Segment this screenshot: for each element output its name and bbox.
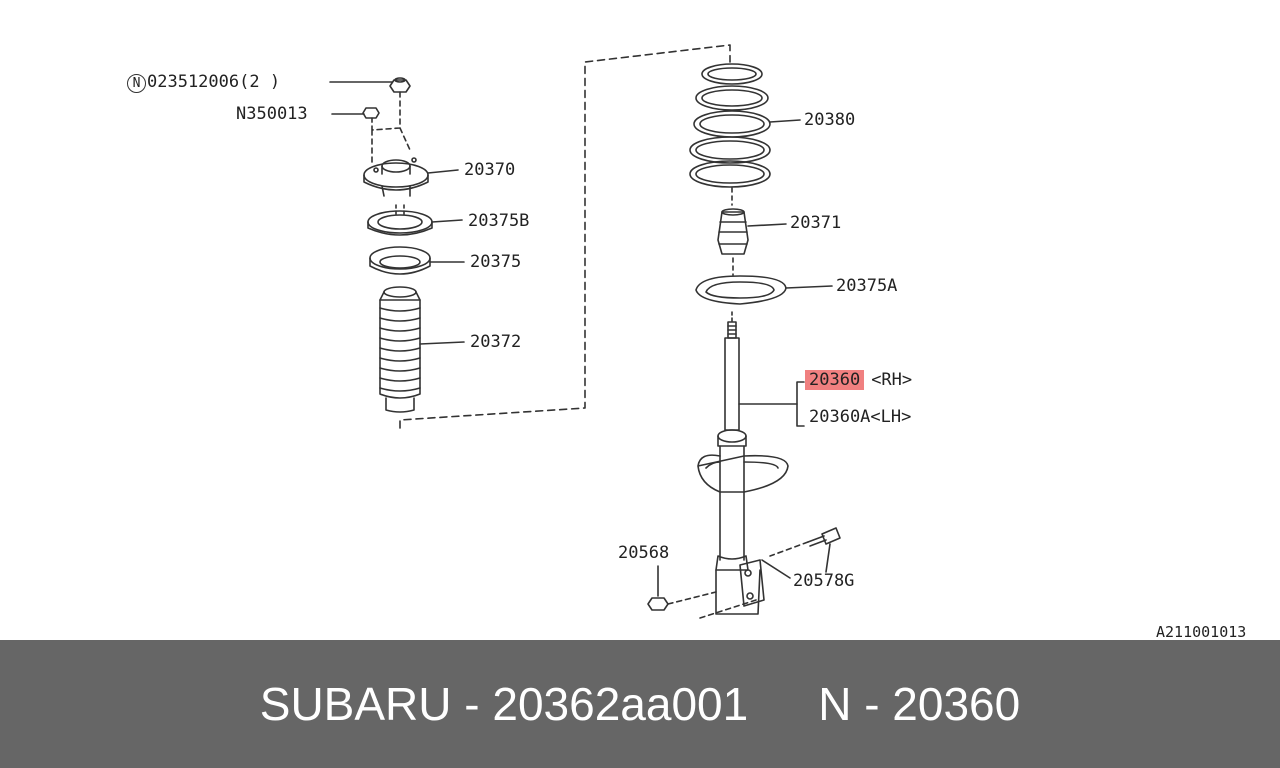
top-nut-part <box>329 77 411 93</box>
label-strut-lh: 20360A<LH> <box>809 407 912 427</box>
bottom-nut-part <box>647 565 757 619</box>
label-bottom-nut: 20568 <box>618 543 670 563</box>
seat-b-part <box>367 204 463 236</box>
diagram-position-ref: N - 20360 <box>818 678 1021 730</box>
bump-stop-part <box>717 208 787 276</box>
label-mount: 20370 <box>464 160 516 180</box>
footer-bar: SUBARU - 20362aa001 N - 20360 <box>0 640 1280 768</box>
circled-n-marker: N <box>127 74 146 93</box>
assembly-connector-line <box>399 44 731 429</box>
label-seat-b: 20375B <box>468 211 530 231</box>
label-bump-stop: 20371 <box>790 213 842 233</box>
strut-part <box>697 311 805 615</box>
seat-a-part <box>695 275 833 305</box>
label-seat-a: 20375A <box>836 276 898 296</box>
label-spring: 20380 <box>804 110 856 130</box>
bolt-part <box>761 527 841 579</box>
second-nut-part <box>331 107 380 119</box>
label-boot: 20372 <box>470 332 522 352</box>
highlighted-part-number[interactable]: 20360 <box>805 370 865 390</box>
seat-part <box>369 246 465 275</box>
label-strut-rh: 20360<RH> <box>805 370 912 390</box>
label-seat: 20375 <box>470 252 522 272</box>
coil-spring-part <box>689 63 801 206</box>
label-bolt: 20578G <box>793 571 855 591</box>
brand-part-number: SUBARU - 20362aa001 <box>259 678 749 730</box>
nut-guide-lines <box>371 91 411 166</box>
label-nut-second: N350013 <box>236 104 308 124</box>
boot-part <box>379 286 465 413</box>
strut-mount-part <box>363 157 459 197</box>
diagram-reference-code: A211001013 <box>1156 623 1247 641</box>
diagram-drawing <box>329 44 841 619</box>
